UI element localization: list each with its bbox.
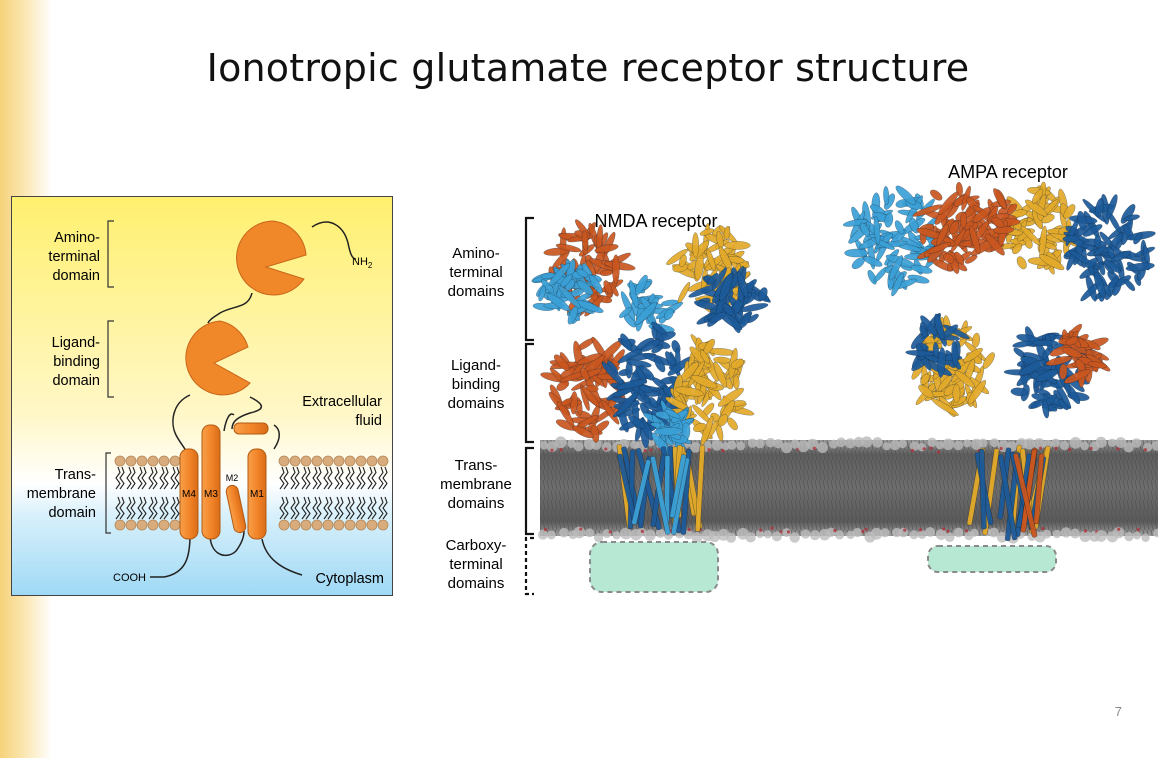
ampa-title: AMPA receptor — [948, 162, 1068, 182]
svg-text:domain: domain — [52, 373, 100, 389]
amino-terminal-domain-label: Amino- terminal domain — [48, 220, 114, 288]
svg-text:domains: domains — [448, 575, 505, 592]
ampa-ctd-placeholder — [927, 545, 1057, 573]
svg-text:membrane: membrane — [27, 486, 96, 502]
helix-m4: M4 — [179, 448, 199, 540]
svg-text:Extracellular: Extracellular — [302, 394, 382, 410]
svg-text:Carboxy-: Carboxy- — [446, 537, 507, 554]
svg-text:domains: domains — [448, 283, 505, 300]
svg-text:Ligand-: Ligand- — [451, 357, 501, 374]
svg-text:M1: M1 — [250, 489, 264, 500]
transmembrane-domain-label: Trans- membrane domain — [27, 452, 111, 534]
ampa-receptor-structure — [843, 181, 1156, 542]
pre-m1-helix — [233, 422, 269, 435]
nh2-label: NH2 — [352, 256, 373, 270]
ligand-binding-domain-label: Ligand- binding domain — [52, 320, 114, 398]
page-number: 7 — [1114, 704, 1122, 719]
svg-text:Amino-: Amino- — [54, 230, 100, 246]
helix-m2: M2 — [226, 473, 247, 534]
amino-terminal-domains-label: Amino- terminal domains — [448, 216, 534, 342]
svg-text:M3: M3 — [204, 489, 218, 500]
atd-lbd-linker — [207, 292, 253, 324]
slide-title: Ionotropic glutamate receptor structure — [206, 46, 970, 90]
svg-text:fluid: fluid — [355, 413, 382, 429]
nmda-title: NMDA receptor — [594, 211, 717, 231]
n-terminus-chain — [311, 221, 357, 260]
ligand-binding-domains-label: Ligand- binding domains — [448, 342, 534, 444]
nmda-receptor-structure — [531, 219, 771, 535]
svg-text:M2: M2 — [226, 473, 239, 483]
svg-text:domains: domains — [448, 495, 505, 512]
cooh-label: COOH — [113, 572, 146, 584]
svg-text:Trans-: Trans- — [55, 467, 97, 483]
ligand-binding-domain-shape — [185, 320, 251, 396]
svg-text:membrane: membrane — [440, 476, 512, 493]
helix-m1: M1 — [247, 448, 267, 540]
transmembrane-domains-label: Trans- membrane domains — [440, 446, 534, 536]
helix-m3: M3 — [201, 424, 221, 540]
svg-text:Ligand-: Ligand- — [52, 335, 101, 351]
svg-text:domain: domain — [48, 505, 96, 521]
svg-text:terminal: terminal — [48, 249, 100, 265]
cytoplasm-label: Cytoplasm — [316, 571, 385, 587]
amino-terminal-domain-shape — [236, 220, 307, 296]
svg-text:Amino-: Amino- — [452, 245, 500, 262]
topology-diagram: Amino- terminal domain Ligand- binding d… — [11, 196, 393, 596]
svg-text:domains: domains — [448, 395, 505, 412]
svg-text:terminal: terminal — [449, 556, 502, 573]
lipid-bilayer — [114, 455, 389, 531]
svg-text:Trans-: Trans- — [455, 457, 498, 474]
svg-text:M4: M4 — [182, 489, 196, 500]
receptor-structures: NMDA receptor AMPA receptor Amino- termi… — [418, 150, 1163, 610]
nmda-ctd-placeholder — [589, 541, 719, 593]
svg-text:terminal: terminal — [449, 264, 502, 281]
carboxy-terminal-domains-label: Carboxy- terminal domains — [446, 536, 534, 596]
svg-text:binding: binding — [53, 354, 100, 370]
svg-text:domain: domain — [52, 268, 100, 284]
extracellular-label: Extracellular fluid — [302, 394, 382, 429]
svg-text:binding: binding — [452, 376, 500, 393]
